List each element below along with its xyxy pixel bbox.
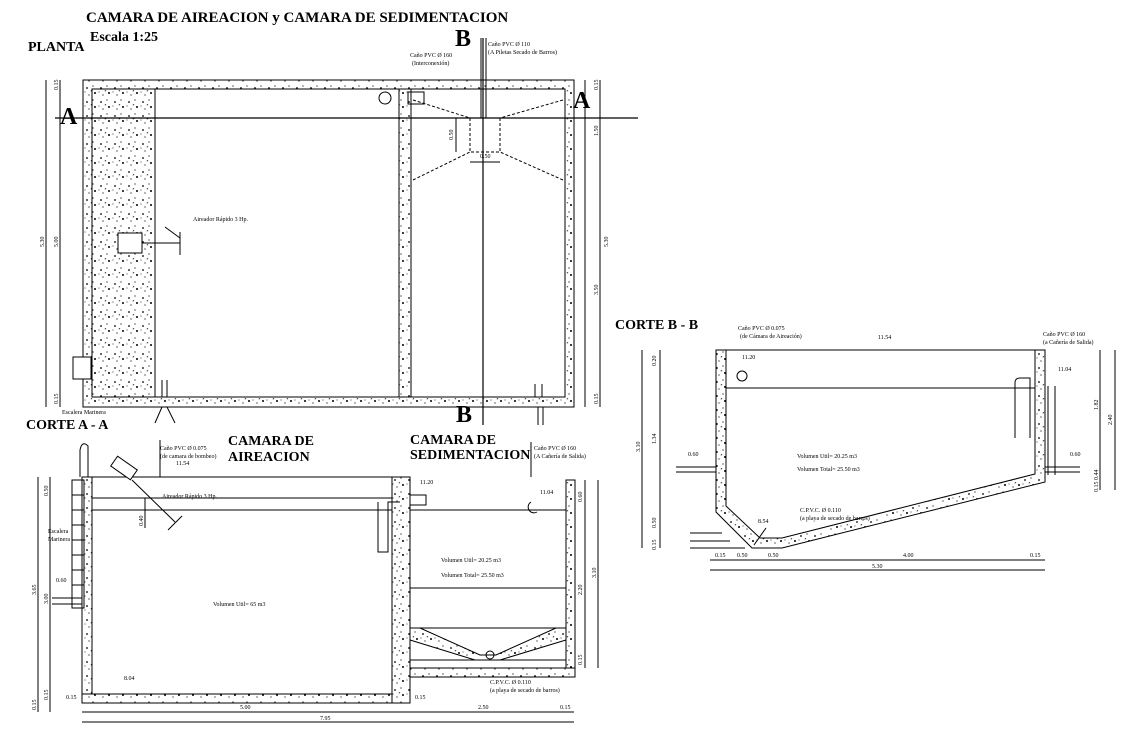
section-mark-b-bottom: B [456, 402, 473, 428]
bb-dim-l-1: 1.34 [652, 434, 658, 445]
aa-vol-sed-util: Volumen Util= 20.25 m3 [441, 558, 501, 564]
aa-dim-r-2: 3.10 [592, 568, 598, 579]
section-aa [37, 440, 599, 723]
plan-cano-160-line2: (Interconexión) [412, 60, 449, 67]
bb-dim-r-3: 0.15 [1094, 482, 1100, 493]
bb-vol-total: Volumen Total= 25.50 m3 [797, 467, 860, 473]
plan-dim-r-3: 5.30 [604, 237, 610, 248]
aa-dim-b-5: 7.95 [320, 716, 331, 722]
bb-cano-075-1: Caño PVC Ø 0.075 [738, 326, 785, 332]
bb-dim-060a: 0.60 [688, 452, 699, 458]
bb-dim-b-2: 0.50 [768, 553, 779, 559]
aa-nivel-1154: 11.54 [176, 461, 189, 467]
aa-dim-l-2: 3.00 [44, 594, 50, 605]
bb-dim-r-1: 2.40 [1108, 415, 1114, 426]
plan-dim-050: 0.50 [480, 154, 491, 160]
bb-dim-l-4: 0.15 [652, 540, 658, 551]
plan-cano-110-line1: Caño PVC Ø 110 [488, 42, 530, 48]
aa-dim-r-1: 2.20 [578, 585, 584, 596]
plan-dim-050b: 0.50 [449, 130, 455, 141]
aa-cpvc-1: C.P.V.C. Ø 0.110 [490, 680, 531, 686]
bb-dim-b-1: 0.50 [737, 553, 748, 559]
bb-nivel-854: 8.54 [758, 519, 769, 525]
plan-cano-160-line1: Caño PVC Ø 160 [410, 53, 452, 59]
plan-dim-l-3: 0.15 [54, 394, 60, 405]
plan-text: Caño PVC Ø 110 (A Piletas Secado de Barr… [40, 42, 610, 416]
aa-vol-aire: Volumen Util= 65 m3 [213, 602, 265, 608]
aa-nivel-1120: 11.20 [420, 480, 433, 486]
plan-dim-r-0: 0.15 [594, 80, 600, 91]
bb-dim-r-2: 0.44 [1094, 470, 1100, 481]
aa-dim-l-0: 0.50 [44, 486, 50, 497]
bb-nivel-1154: 11.54 [878, 335, 891, 341]
corte-aa-heading: CORTE A - A [26, 418, 109, 433]
aa-dim-r-3: 0.15 [578, 655, 584, 666]
plan-dim-r-2: 3.50 [594, 285, 600, 296]
aa-dim-060: 0.60 [56, 578, 67, 584]
bb-vol-util: Volumen Util= 20.25 m3 [797, 454, 857, 460]
scale-label: Escala 1:25 [90, 30, 159, 45]
aireacion-label-2: AIREACION [228, 450, 310, 465]
bb-cano-160-1: Caño PVC Ø 160 [1043, 332, 1085, 338]
bb-dim-b-0: 0.15 [715, 553, 726, 559]
aa-escalera-2: Marinera [48, 537, 70, 543]
plan-dim-r-4: 0.15 [594, 394, 600, 405]
sedimentacion-label-2: SEDIMENTACION [410, 448, 531, 463]
plan-heading: PLANTA [28, 40, 85, 55]
aa-nivel-804: 8.04 [124, 676, 135, 682]
aireacion-label-1: CAMARA DE [228, 434, 314, 449]
aa-dim-r-0: 0.60 [578, 492, 584, 503]
aa-dim-b-2: 0.15 [415, 695, 426, 701]
bb-dim-060b: 0.60 [1070, 452, 1081, 458]
bb-cpvc-2: (a playa de secado de barros) [800, 515, 870, 522]
plan-dim-r-1: 1.50 [594, 126, 600, 137]
aa-cano-075-line1: Caño PVC Ø 0.075 [160, 446, 207, 452]
aa-dim-b-0: 0.15 [66, 695, 77, 701]
section-aa-text: Caño PVC Ø 0.075 (de camara de bombeo) C… [32, 446, 598, 722]
bb-cano-075-2: (de Cámara de Aireación) [740, 333, 802, 340]
aa-dim-040: 0.40 [139, 516, 145, 527]
bb-dim-l-3: 0.50 [652, 518, 658, 529]
aa-nivel-1104: 11.04 [540, 490, 553, 496]
bb-dim-b-3: 4.00 [903, 553, 914, 559]
plan-view [45, 38, 638, 425]
bb-dim-b-4: 0.15 [1030, 553, 1041, 559]
bb-nivel-1120: 11.20 [742, 355, 755, 361]
aa-dim-l-4: 0.15 [32, 700, 38, 711]
section-mark-a-left: A [60, 104, 78, 130]
sedimentacion-label-1: CAMARA DE [410, 433, 496, 448]
plan-dim-l-0: 0.15 [54, 80, 60, 91]
aa-cano-160-line2: (A Cañería de Salida) [534, 453, 586, 460]
aa-vol-sed-total: Volumen Total= 25.50 m3 [441, 573, 504, 579]
section-bb-text: Caño PVC Ø 0.075 (de Cámara de Aireación… [636, 326, 1114, 570]
aa-dim-l-3: 0.15 [44, 690, 50, 701]
plan-cano-110-line2: (A Piletas Secado de Barros) [488, 49, 557, 56]
plan-aireador: Aireador Rápido 3 Hp. [193, 217, 248, 223]
bb-dim-b-5: 5.30 [872, 564, 883, 570]
aa-aireador: Aireador Rápido 3 Hp. [162, 494, 217, 500]
aa-dim-b-4: 0.15 [560, 705, 571, 711]
plan-dim-l-2: 5.30 [40, 237, 46, 248]
aa-dim-l-1: 3.65 [32, 585, 38, 596]
bb-nivel-1104: 11.04 [1058, 367, 1071, 373]
aa-dim-b-3: 2.50 [478, 705, 489, 711]
corte-bb-heading: CORTE B - B [615, 318, 699, 333]
section-mark-a-right: A [573, 88, 591, 114]
plan-dim-l-1: 5.00 [54, 237, 60, 248]
bb-cpvc-1: C.P.V.C. Ø 0.110 [800, 508, 841, 514]
section-bb [641, 349, 1116, 571]
aa-cpvc-2: (a playa de secado de barros) [490, 687, 560, 694]
bb-dim-r-0: 1.82 [1094, 400, 1100, 411]
bb-dim-l-0: 0.20 [652, 356, 658, 367]
section-mark-b-top: B [455, 26, 472, 52]
aa-escalera-1: Escalera [48, 529, 69, 535]
bb-dim-l-2: 3.10 [636, 442, 642, 453]
aa-cano-075-line2: (de camara de bombeo) [160, 453, 216, 460]
bb-cano-160-2: (a Cañería de Salida) [1043, 339, 1093, 346]
drawing-title: CAMARA DE AIREACION y CAMARA DE SEDIMENT… [86, 10, 509, 26]
aa-cano-160-line1: Caño PVC Ø 160 [534, 446, 576, 452]
plan-escalera: Escalera Marinera [62, 410, 106, 416]
aa-dim-b-1: 5.00 [240, 705, 251, 711]
